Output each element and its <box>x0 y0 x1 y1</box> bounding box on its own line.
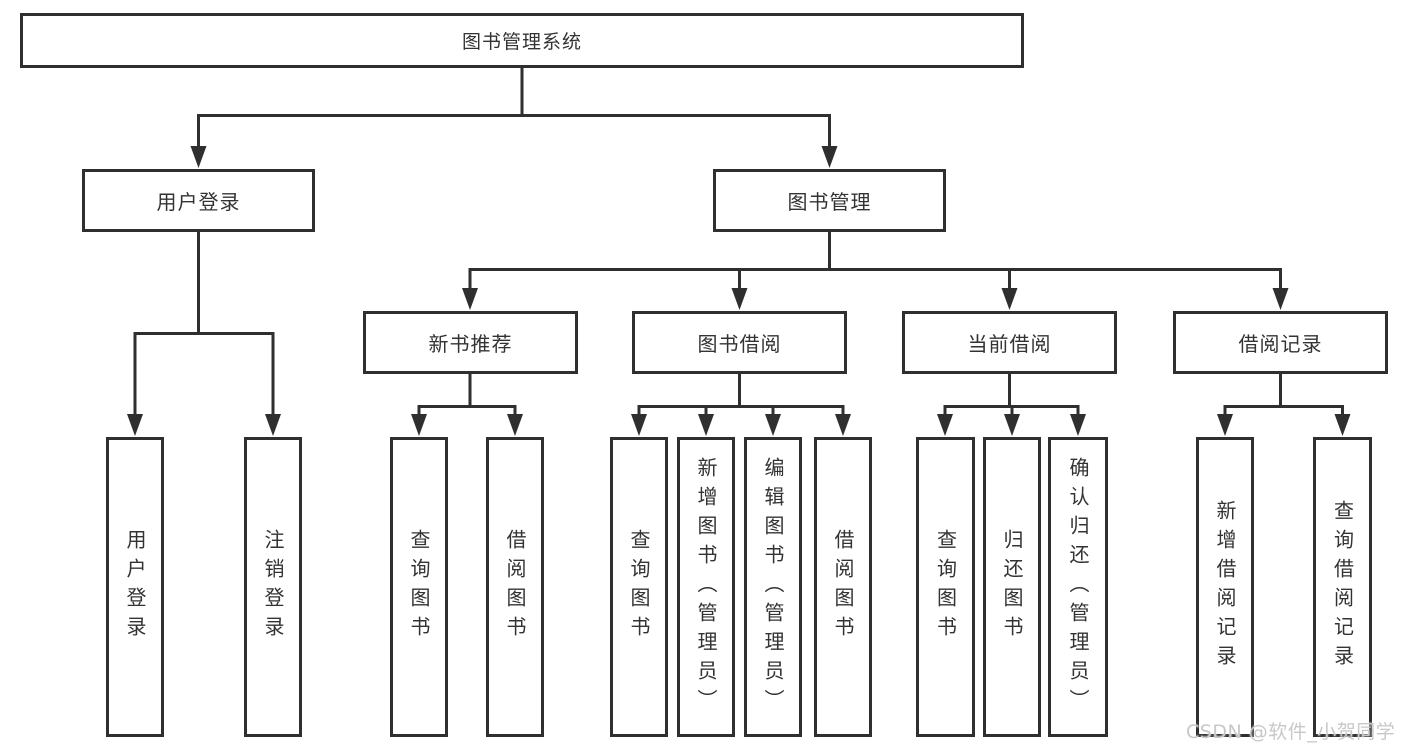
node-leaf-confirm-return-admin: 确认归还（管理员） <box>1048 437 1108 737</box>
node-leaf-return-books-label: 归还图书 <box>1000 529 1024 645</box>
node-leaf-query-books-1-label: 查询图书 <box>407 529 431 645</box>
node-leaf-borrow-books-1-label: 借阅图书 <box>503 529 527 645</box>
node-leaf-logout-label: 注销登录 <box>261 529 285 645</box>
node-leaf-confirm-return-admin-label: 确认归还（管理员） <box>1066 456 1090 718</box>
node-leaf-query-borrow-record-label: 查询借阅记录 <box>1330 500 1355 674</box>
node-leaf-logout: 注销登录 <box>244 437 302 737</box>
node-borrowing-records: 借阅记录 <box>1173 311 1388 374</box>
node-user-login-label: 用户登录 <box>156 190 241 214</box>
node-leaf-add-books-admin-label: 新增图书（管理员） <box>694 456 718 718</box>
node-leaf-add-borrow-record-label: 新增借阅记录 <box>1213 500 1237 674</box>
node-leaf-user-login-label: 用户登录 <box>123 529 147 645</box>
node-leaf-borrow-books-1: 借阅图书 <box>486 437 544 737</box>
node-book-borrowing: 图书借阅 <box>632 311 847 374</box>
node-current-borrowing-label: 当前借阅 <box>967 332 1052 356</box>
node-user-login: 用户登录 <box>82 169 315 232</box>
node-leaf-query-books-2-label: 查询图书 <box>627 529 651 645</box>
arrowheads <box>127 146 1351 436</box>
node-leaf-query-books-2: 查询图书 <box>610 437 668 737</box>
csdn-watermark: CSDN @软件_小贺同学 <box>1186 721 1396 743</box>
node-book-borrowing-label: 图书借阅 <box>697 332 782 356</box>
node-leaf-query-books-1: 查询图书 <box>390 437 448 737</box>
node-leaf-edit-books-admin-label: 编辑图书（管理员） <box>761 456 785 718</box>
node-library-system-label: 图书管理系统 <box>461 31 582 53</box>
node-leaf-borrow-books-2: 借阅图书 <box>814 437 872 737</box>
node-leaf-borrow-books-2-label: 借阅图书 <box>831 529 855 645</box>
node-new-book-recommend: 新书推荐 <box>363 311 578 374</box>
node-leaf-add-borrow-record: 新增借阅记录 <box>1196 437 1254 737</box>
node-current-borrowing: 当前借阅 <box>902 311 1117 374</box>
node-leaf-return-books: 归还图书 <box>983 437 1041 737</box>
node-leaf-query-borrow-record: 查询借阅记录 <box>1313 437 1372 737</box>
node-new-book-recommend-label: 新书推荐 <box>428 332 513 356</box>
node-leaf-add-books-admin: 新增图书（管理员） <box>677 437 735 737</box>
node-leaf-edit-books-admin: 编辑图书（管理员） <box>744 437 802 737</box>
node-leaf-user-login: 用户登录 <box>106 437 164 737</box>
node-book-management: 图书管理 <box>713 169 946 232</box>
node-borrowing-records-label: 借阅记录 <box>1238 332 1323 356</box>
node-leaf-query-books-3-label: 查询图书 <box>933 529 958 645</box>
node-book-management-label: 图书管理 <box>787 190 872 214</box>
node-library-system: 图书管理系统 <box>20 13 1024 68</box>
node-leaf-query-books-3: 查询图书 <box>916 437 975 737</box>
